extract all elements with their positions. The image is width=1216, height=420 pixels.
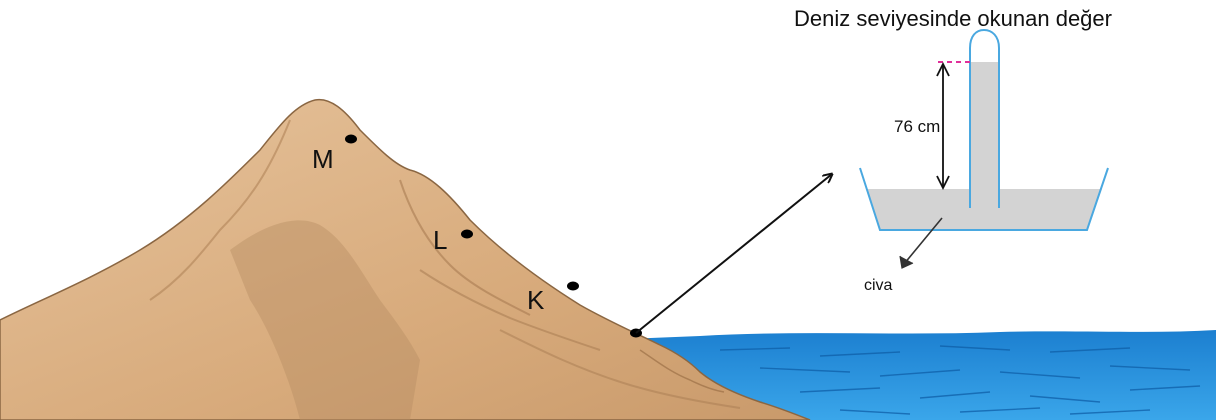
column-height-label: 76 cm <box>894 118 940 135</box>
point-k-dot <box>567 282 579 291</box>
barometer <box>860 30 1108 268</box>
point-m-dot <box>345 135 357 144</box>
title: Deniz seviyesinde okunan değer <box>794 8 1112 30</box>
point-k-label: K <box>527 287 544 313</box>
point-l-label: L <box>433 227 447 253</box>
point-l-dot <box>461 230 473 239</box>
mercury-column <box>971 62 998 208</box>
point-m-label: M <box>312 146 334 172</box>
mountain <box>0 100 810 420</box>
civa-pointer-head <box>900 256 913 268</box>
mercury-label: civa <box>864 278 892 294</box>
pointer-arrow <box>636 174 832 333</box>
